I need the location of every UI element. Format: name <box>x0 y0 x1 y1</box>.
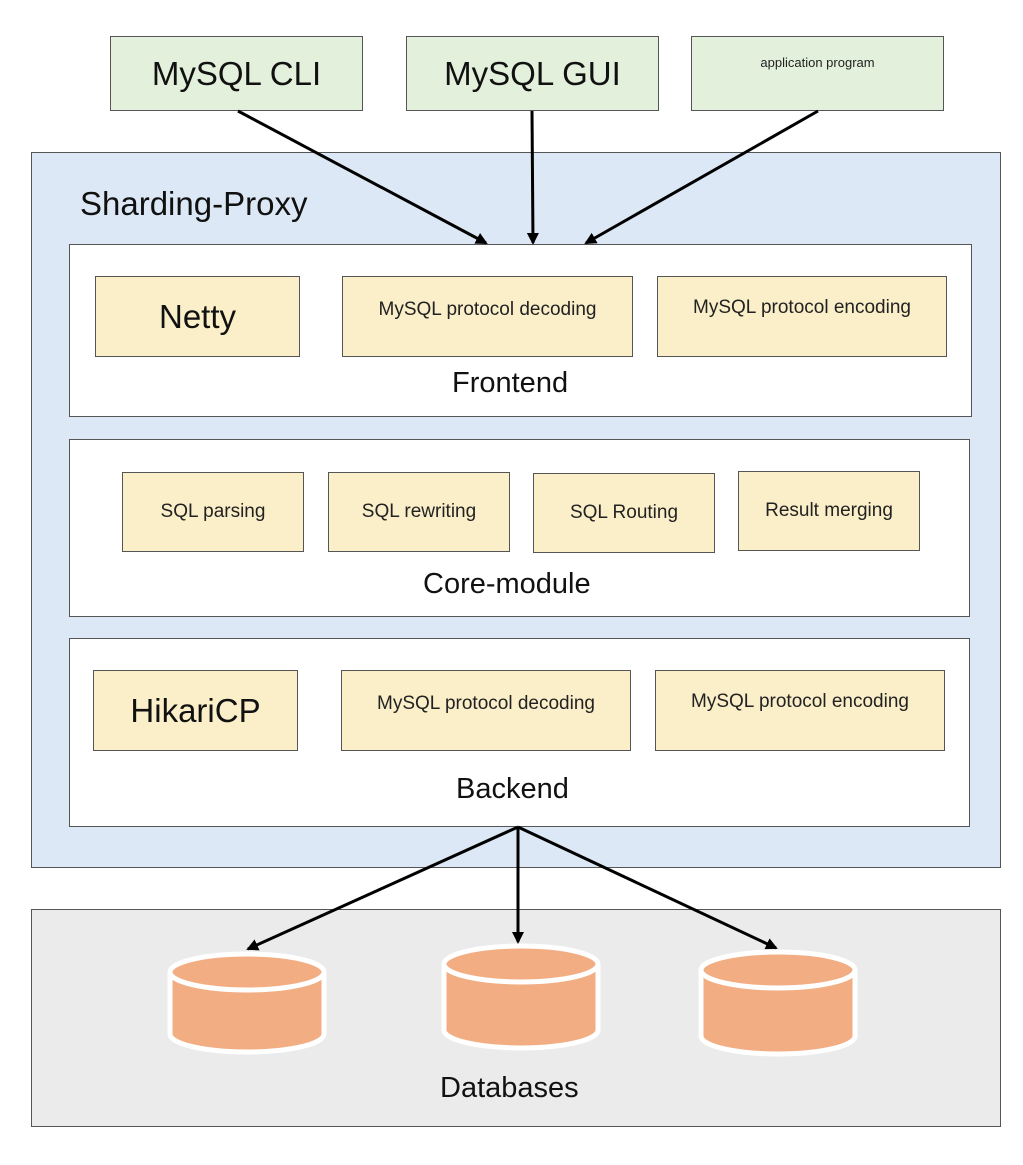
backend-decoding-module: MySQL protocol decoding <box>341 670 631 751</box>
frontend-encoding-module: MySQL protocol encoding <box>657 276 947 357</box>
result-merging-module: Result merging <box>738 471 920 551</box>
module-label: MySQL protocol decoding <box>378 299 597 320</box>
sharding-proxy-title: Sharding-Proxy <box>80 185 308 222</box>
databases-label: Databases <box>440 1072 579 1104</box>
sql-parsing-module: SQL parsing <box>122 472 304 552</box>
module-label: MySQL protocol encoding <box>691 691 909 712</box>
backend-label: Backend <box>456 773 569 805</box>
module-label: SQL Routing <box>569 502 679 523</box>
client-application-program: application program <box>691 36 944 111</box>
module-label: Result merging <box>765 500 893 521</box>
netty-module: Netty <box>95 276 300 357</box>
module-label: SQL rewriting <box>361 501 477 522</box>
database-cylinder-icon <box>441 943 601 1051</box>
backend-encoding-module: MySQL protocol encoding <box>655 670 945 751</box>
sql-rewriting-module: SQL rewriting <box>328 472 510 552</box>
client-label: MySQL GUI <box>444 54 621 92</box>
database-cylinder-icon <box>167 951 327 1055</box>
frontend-label: Frontend <box>452 367 569 399</box>
client-mysql-cli: MySQL CLI <box>110 36 363 111</box>
client-label: application program <box>760 55 875 70</box>
module-label: Netty <box>158 297 237 335</box>
module-label: MySQL protocol decoding <box>377 693 595 714</box>
hikaricp-module: HikariCP <box>93 670 298 751</box>
sql-routing-module: SQL Routing <box>533 473 715 553</box>
frontend-decoding-module: MySQL protocol decoding <box>342 276 633 357</box>
core-module-label: Core-module <box>423 568 591 600</box>
module-label: MySQL protocol encoding <box>693 297 911 318</box>
client-mysql-gui: MySQL GUI <box>406 36 659 111</box>
client-label: MySQL CLI <box>151 54 322 92</box>
module-label: HikariCP <box>130 691 261 729</box>
database-cylinder-icon <box>698 949 858 1057</box>
module-label: SQL parsing <box>160 501 266 522</box>
